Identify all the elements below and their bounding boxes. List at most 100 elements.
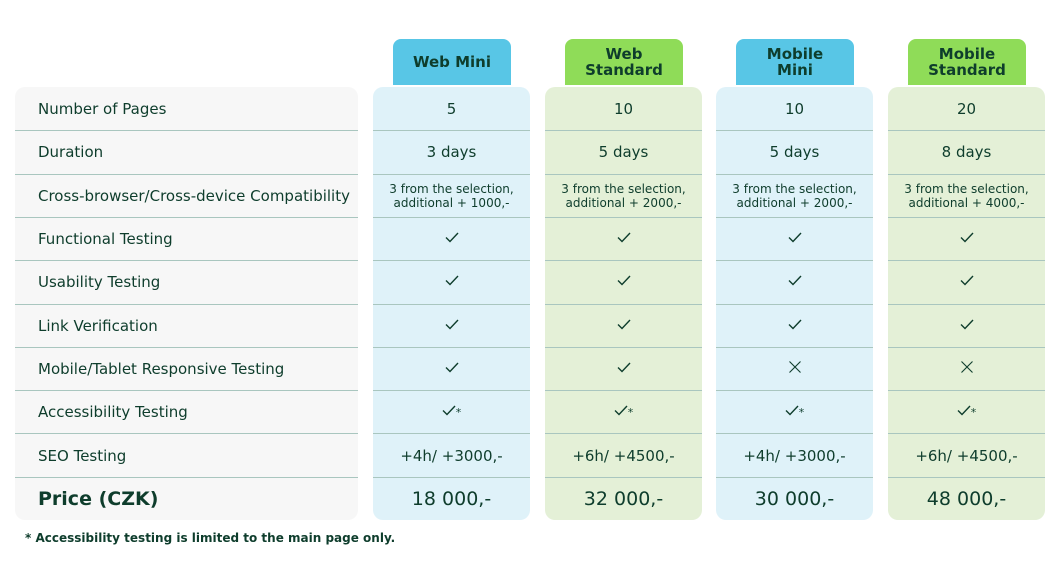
feature-label: Number of Pages bbox=[15, 87, 358, 130]
feature-label-text: Usability Testing bbox=[38, 273, 161, 292]
plan-cell: 3 from the selection, additional + 2000,… bbox=[716, 173, 873, 217]
cell-value: 10 bbox=[613, 99, 634, 118]
asterisk: * bbox=[627, 405, 634, 419]
plan-name: Mobile Mini bbox=[766, 45, 824, 79]
cell-value: 30 000,- bbox=[754, 487, 835, 510]
check-icon bbox=[785, 403, 799, 421]
asterisk: * bbox=[455, 405, 462, 419]
plan-cell bbox=[545, 303, 702, 347]
plan-column: 10 5 days 3 from the selection, additional… bbox=[716, 87, 873, 520]
plan-cell: 3 from the selection, additional + 4000,… bbox=[888, 173, 1045, 217]
plan-cell: +4h/ +3000,- bbox=[716, 433, 873, 476]
check-icon bbox=[442, 403, 456, 421]
plan-cell: 48 000,- bbox=[888, 476, 1045, 520]
plan-cell: 3 from the selection, additional + 1000,… bbox=[373, 173, 530, 217]
cell-value: 8 days bbox=[941, 143, 992, 162]
check-icon bbox=[445, 317, 459, 335]
plan-cell bbox=[373, 303, 530, 347]
plan-name: Web Standard bbox=[585, 45, 663, 79]
plan-cell bbox=[888, 346, 1045, 390]
plan-cell: 18 000,- bbox=[373, 476, 530, 520]
plan-cell bbox=[716, 346, 873, 390]
feature-label: Duration bbox=[15, 130, 358, 173]
feature-label-text: Price (CZK) bbox=[38, 487, 159, 510]
check-icon bbox=[788, 317, 802, 335]
plan-header: Web Standard bbox=[565, 39, 683, 85]
check-icon bbox=[617, 273, 631, 291]
check-icon bbox=[617, 360, 631, 378]
cross-icon bbox=[788, 360, 802, 378]
check-icon bbox=[617, 317, 631, 335]
feature-label-text: Mobile/Tablet Responsive Testing bbox=[38, 359, 285, 378]
cell-value: 18 000,- bbox=[411, 487, 492, 510]
plan-name: Mobile Standard bbox=[928, 45, 1006, 79]
plan-cell bbox=[716, 216, 873, 260]
feature-label: Functional Testing bbox=[15, 216, 358, 260]
cell-value: 48 000,- bbox=[926, 487, 1007, 510]
plan-cell: * bbox=[545, 390, 702, 433]
cell-value: 3 from the selection, additional + 2000,… bbox=[732, 181, 857, 210]
plan-cell: 5 days bbox=[545, 130, 702, 173]
footnote: * Accessibility testing is limited to th… bbox=[25, 531, 396, 545]
cell-value: 32 000,- bbox=[583, 487, 664, 510]
plan-cell: 3 days bbox=[373, 130, 530, 173]
feature-label-text: Duration bbox=[38, 143, 104, 162]
plan-cell: 3 from the selection, additional + 2000,… bbox=[545, 173, 702, 217]
plan-cell: +6h/ +4500,- bbox=[888, 433, 1045, 476]
feature-label-text: Cross-browser/Cross-device Compatibility bbox=[38, 186, 350, 205]
cell-value: 10 bbox=[784, 99, 805, 118]
cell-value: +6h/ +4500,- bbox=[572, 446, 675, 465]
asterisk: * bbox=[798, 405, 805, 419]
plan-cell bbox=[373, 260, 530, 303]
check-icon bbox=[957, 403, 971, 421]
cross-icon bbox=[960, 360, 974, 378]
plan-cell: 10 bbox=[545, 87, 702, 130]
feature-label: Link Verification bbox=[15, 303, 358, 347]
plan-cell bbox=[888, 216, 1045, 260]
cell-value: 3 days bbox=[426, 143, 477, 162]
plan-column: 5 3 days 3 from the selection, additional … bbox=[373, 87, 530, 520]
plan-cell: 10 bbox=[716, 87, 873, 130]
check-icon bbox=[617, 230, 631, 248]
plan-cell: 8 days bbox=[888, 130, 1045, 173]
check-icon bbox=[960, 273, 974, 291]
cell-value: 3 from the selection, additional + 1000,… bbox=[389, 181, 514, 210]
cell-value: +4h/ +3000,- bbox=[743, 446, 846, 465]
feature-label-text: Number of Pages bbox=[38, 99, 167, 118]
plan-name: Web Mini bbox=[412, 53, 492, 71]
plan-cell: * bbox=[716, 390, 873, 433]
cell-value: 5 days bbox=[769, 143, 820, 162]
plan-cell: +6h/ +4500,- bbox=[545, 433, 702, 476]
feature-label-text: Link Verification bbox=[38, 316, 158, 335]
check-icon bbox=[960, 317, 974, 335]
plan-cell bbox=[545, 346, 702, 390]
cell-value: +4h/ +3000,- bbox=[400, 446, 503, 465]
cell-value: 3 from the selection, additional + 2000,… bbox=[561, 181, 686, 210]
feature-label: Price (CZK) bbox=[15, 476, 358, 520]
plan-cell bbox=[545, 260, 702, 303]
asterisk: * bbox=[970, 405, 977, 419]
cell-value: 5 bbox=[446, 99, 457, 118]
plan-header: Mobile Standard bbox=[908, 39, 1026, 85]
plan-cell: * bbox=[888, 390, 1045, 433]
check-icon bbox=[960, 230, 974, 248]
plan-cell: +4h/ +3000,- bbox=[373, 433, 530, 476]
plan-cell bbox=[888, 260, 1045, 303]
plan-cell: 30 000,- bbox=[716, 476, 873, 520]
check-icon bbox=[445, 230, 459, 248]
feature-label-text: Accessibility Testing bbox=[38, 403, 188, 422]
feature-label: SEO Testing bbox=[15, 433, 358, 476]
cell-value: +6h/ +4500,- bbox=[915, 446, 1018, 465]
plan-column: 10 5 days 3 from the selection, additional… bbox=[545, 87, 702, 520]
feature-label-text: Functional Testing bbox=[38, 230, 173, 249]
plan-cell bbox=[716, 260, 873, 303]
plan-cell bbox=[545, 216, 702, 260]
plan-cell bbox=[373, 346, 530, 390]
plan-header: Web Mini bbox=[393, 39, 511, 85]
plan-cell bbox=[373, 216, 530, 260]
check-icon bbox=[445, 273, 459, 291]
plan-cell bbox=[888, 303, 1045, 347]
feature-label: Accessibility Testing bbox=[15, 390, 358, 433]
plan-cell: * bbox=[373, 390, 530, 433]
